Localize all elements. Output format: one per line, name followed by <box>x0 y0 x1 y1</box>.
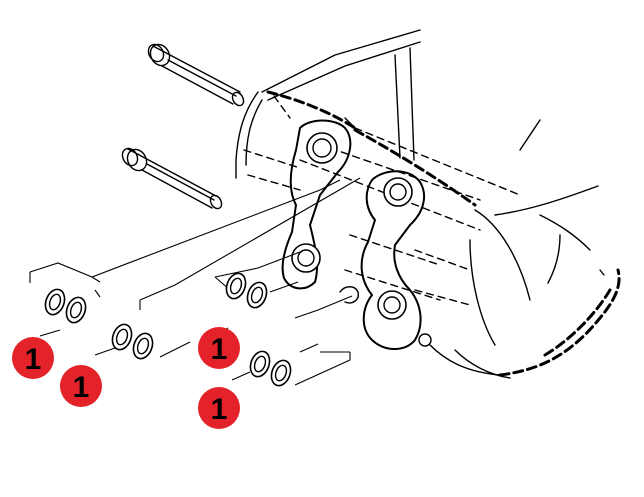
callout-label: 1 <box>25 343 42 376</box>
callout-label: 1 <box>73 371 90 404</box>
callout-label: 1 <box>211 393 228 426</box>
boom-arm-structure <box>235 29 621 379</box>
lower-bracket-upper-hole <box>383 177 413 207</box>
washer-pair-b <box>111 323 154 360</box>
callout-circle <box>198 387 240 429</box>
callout-badge: 1 <box>198 327 240 369</box>
upper-bracket-pin-hole <box>306 132 338 164</box>
callout-badge: 1 <box>60 365 102 407</box>
callout-badge: 1 <box>198 387 240 429</box>
lower-bracket-plate <box>339 170 432 350</box>
washer-pair-a <box>44 288 87 324</box>
upper-bracket-plate <box>281 119 352 290</box>
upper-pin <box>147 43 245 107</box>
assembly-leader-lines <box>29 177 361 386</box>
lower-bracket-lower-hole <box>377 290 407 320</box>
callout-badge: 1 <box>12 337 54 379</box>
callout-circle <box>60 365 102 407</box>
washer-pair-d <box>249 350 292 387</box>
callout-label: 1 <box>211 333 228 366</box>
callout-circle <box>12 337 54 379</box>
washer-pair-c <box>225 272 268 309</box>
upper-bracket-lower-hole <box>291 243 321 273</box>
callout-circle <box>198 327 240 369</box>
lower-pin <box>121 147 223 210</box>
